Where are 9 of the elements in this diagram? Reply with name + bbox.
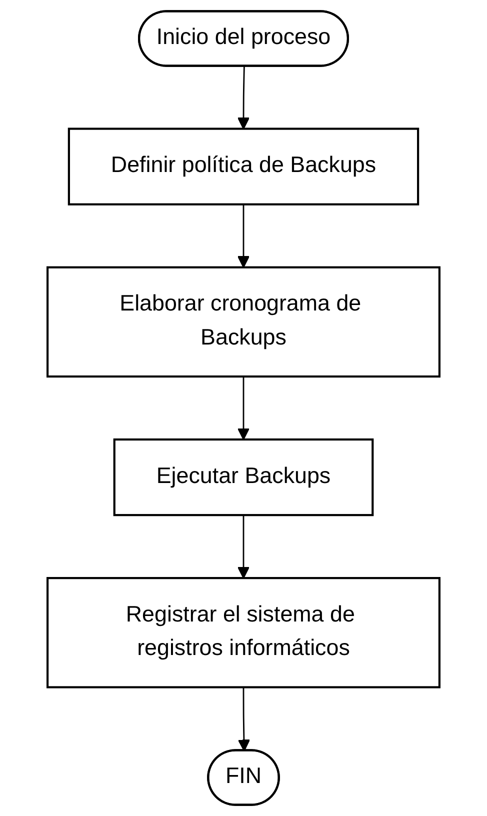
arrow [237,515,250,579]
arrow [237,204,250,268]
arrow [237,66,250,130]
arrow [238,687,250,752]
node-box: Definir política de Backups [68,128,420,206]
arrow [237,376,250,440]
node-box: Registrar el sistema de registros informáticos [46,577,440,688]
node-box: Elaborar cronograma de Backups [46,266,440,378]
node-box: Ejecutar Backups [113,438,374,516]
